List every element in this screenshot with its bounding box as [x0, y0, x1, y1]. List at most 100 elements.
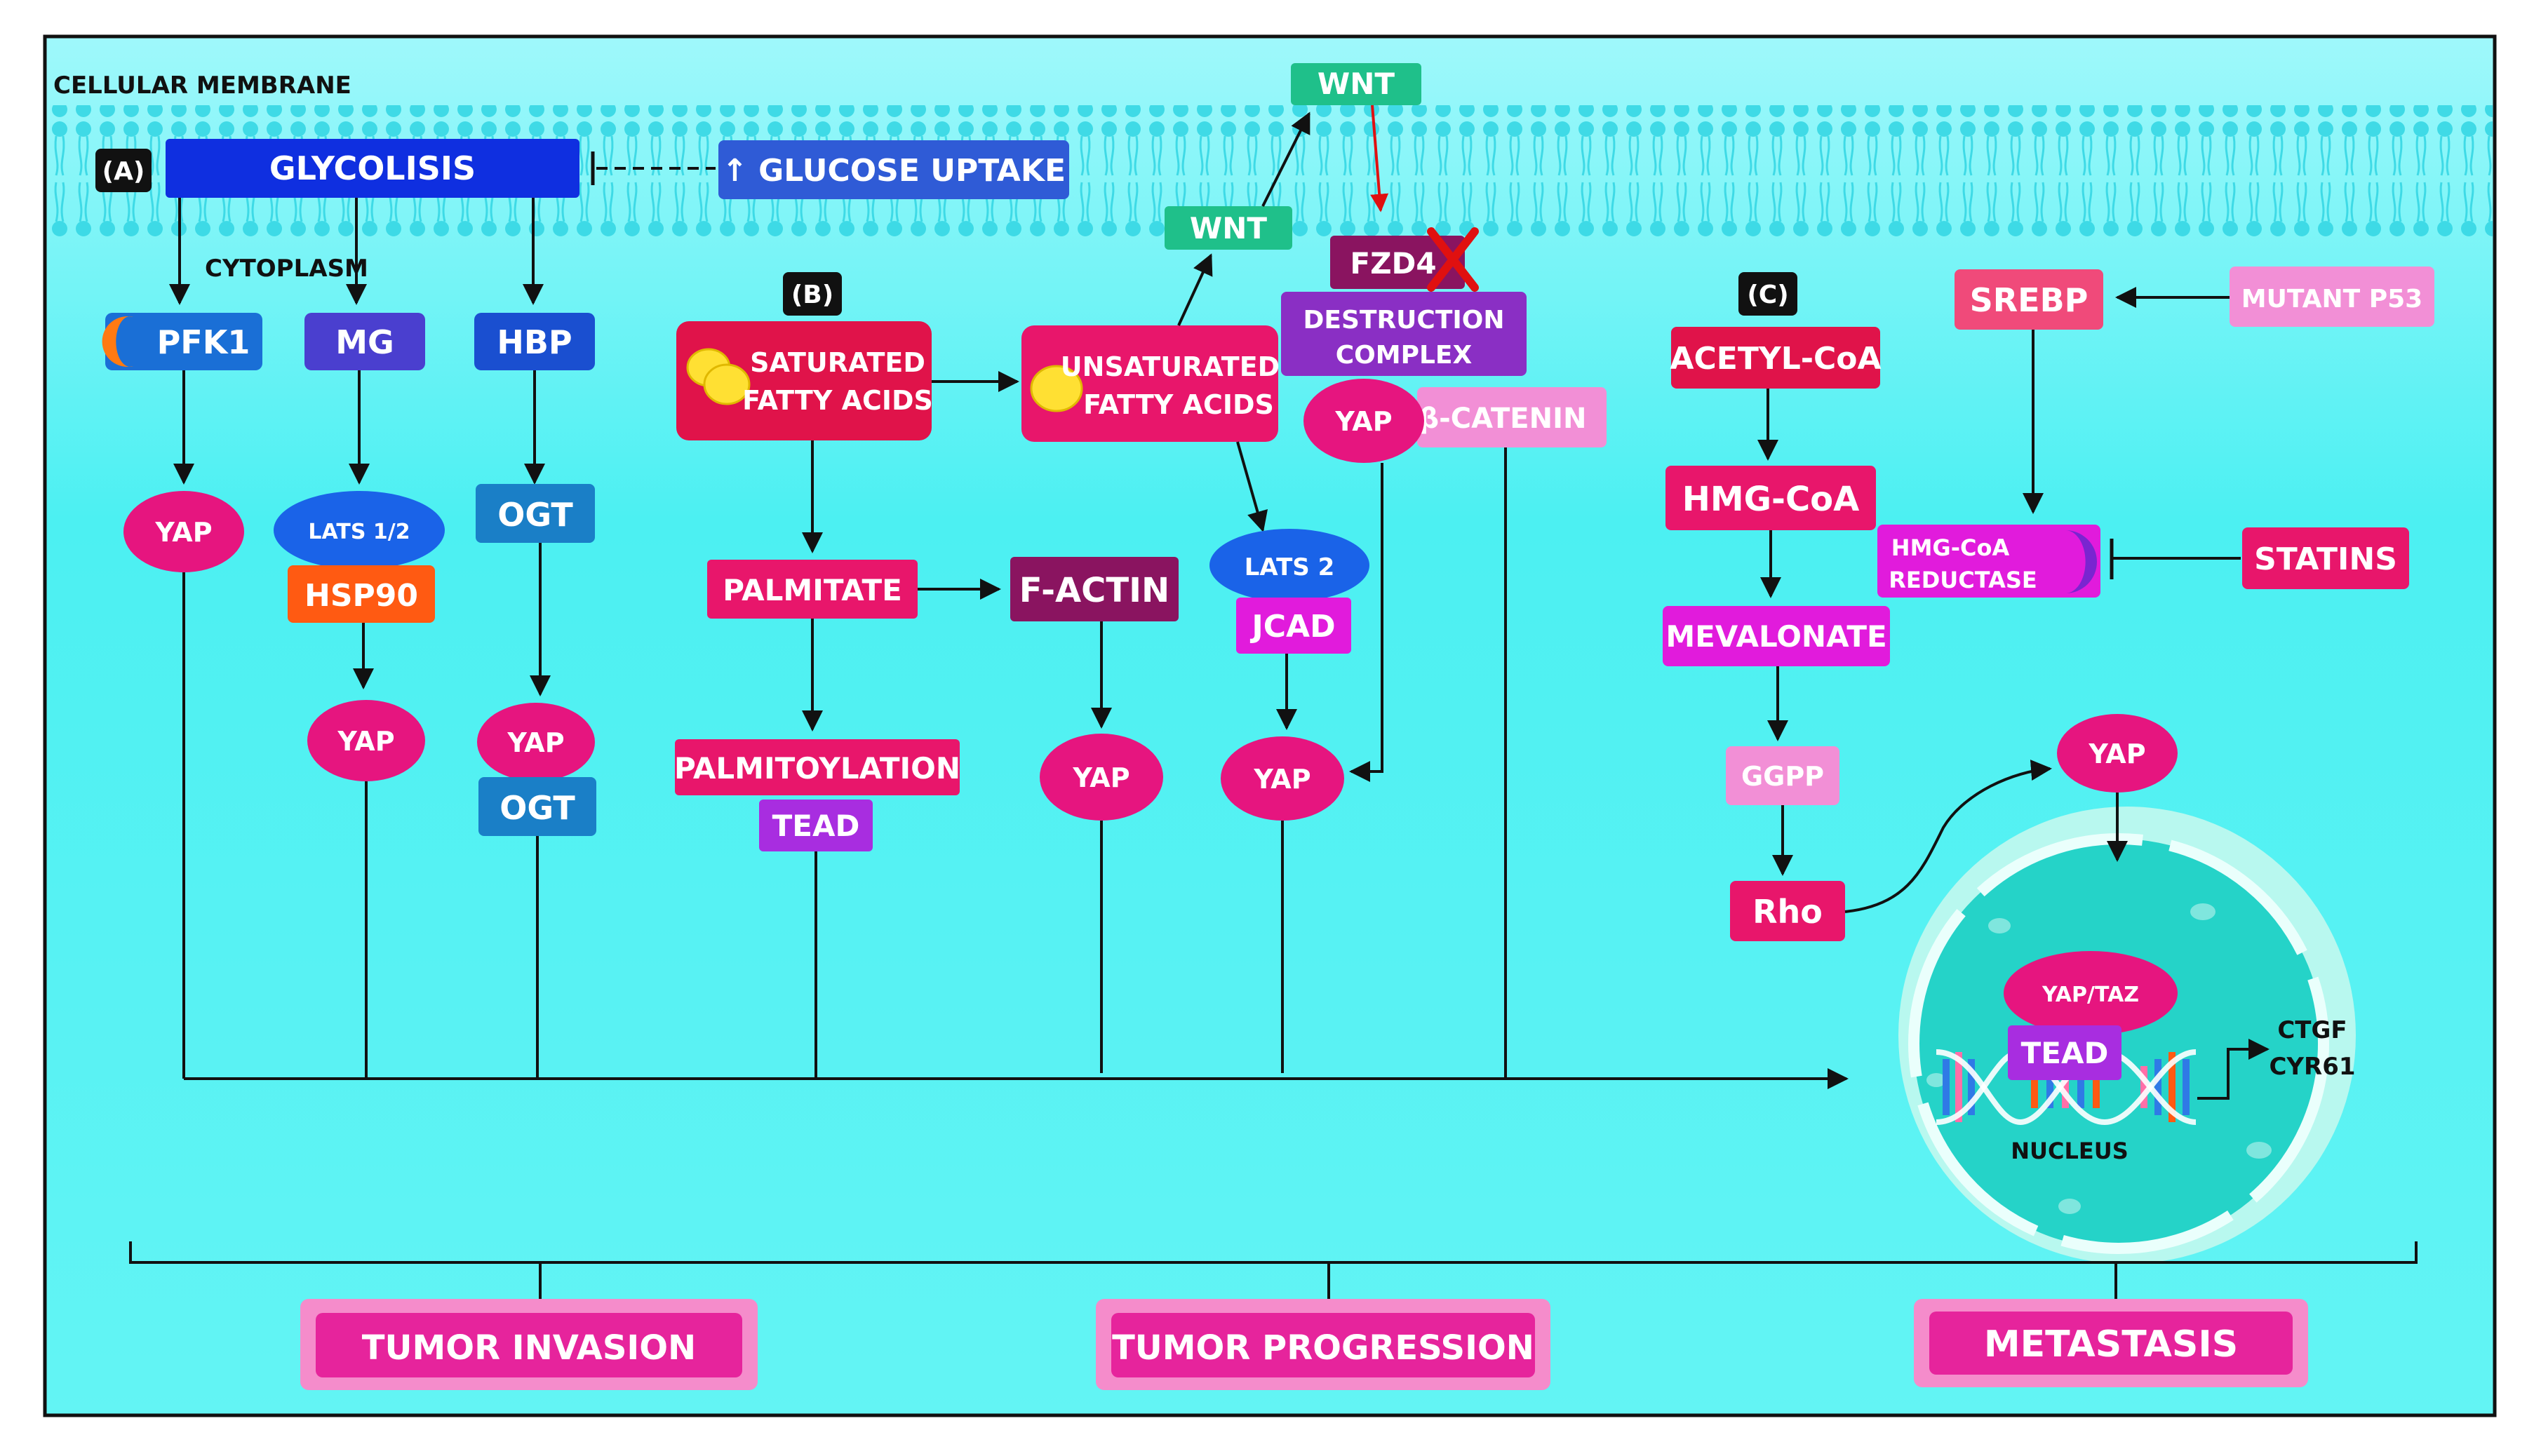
hmg-coa-reductase-box — [1877, 525, 2100, 598]
enzyme-icon — [2065, 530, 2097, 593]
unsaturated-fa-label-1: UNSATURATED — [1061, 351, 1280, 382]
yap-label: YAP — [1334, 406, 1392, 437]
hmgcr-label-2: REDUCTASE — [1889, 567, 2037, 593]
hsp90-label: HSP90 — [304, 578, 418, 614]
yap-node-rho — [2057, 714, 2178, 793]
unsaturated-fa-label-2: FATTY ACIDS — [1083, 389, 1274, 420]
collector-lines — [182, 447, 1507, 1079]
mg-label: MG — [335, 323, 394, 361]
glycolisis-label: GLYCOLISIS — [269, 149, 476, 187]
section-a-label: (A) — [102, 157, 145, 186]
rho-label: Rho — [1752, 893, 1823, 931]
saturated-fa-box — [676, 321, 932, 440]
tead-box-b — [759, 800, 873, 851]
ogt-label: OGT — [500, 789, 575, 827]
wnt-box-lower — [1165, 206, 1292, 250]
saturated-fa-label-1: SATURATED — [750, 347, 925, 378]
rho-box — [1730, 881, 1845, 941]
glucose-uptake-label: ↑ GLUCOSE UPTAKE — [722, 153, 1066, 189]
outcome-bracket — [129, 1241, 2418, 1264]
section-b-label: (B) — [791, 281, 833, 309]
mutant-p53-label: MUTANT P53 — [2241, 285, 2422, 314]
yap-node-mg — [307, 700, 425, 781]
destruction-label-2: COMPLEX — [1336, 341, 1473, 370]
tumor-progression-label: TUMOR PROGRESSION — [1112, 1328, 1534, 1368]
palmitoylation-box — [675, 739, 960, 795]
mevalonate-box — [1663, 606, 1890, 666]
acetyl-coa-label: ACETYL-CoA — [1670, 341, 1881, 377]
ogt-box-2 — [478, 777, 596, 836]
section-b-badge — [783, 272, 842, 316]
mg-box — [304, 313, 425, 370]
pfk1-label: PFK1 — [157, 323, 250, 361]
fzd4-label: FZD4 — [1350, 246, 1436, 281]
statins-box — [2242, 527, 2409, 589]
yap-label: YAP — [1253, 764, 1310, 795]
hsp90-box — [288, 565, 435, 623]
statins-label: STATINS — [2254, 541, 2397, 577]
ogt-box — [476, 484, 595, 543]
arrow-wnt-fzd4 — [1370, 105, 1389, 213]
hmg-coa-box — [1665, 466, 1876, 530]
palmitate-box — [707, 560, 918, 619]
tead-label: TEAD — [772, 809, 860, 843]
inhibited-x-icon — [1427, 227, 1479, 292]
yap-label: YAP — [337, 726, 394, 757]
yap-node-pfk1 — [123, 491, 244, 572]
lipid-droplet-icon — [1030, 365, 1083, 412]
yap-label: YAP — [154, 517, 212, 548]
lats12-node — [274, 491, 445, 569]
mevalonate-label: MEVALONATE — [1665, 619, 1886, 654]
cytoplasm-label: CYTOPLASM — [205, 255, 368, 283]
hmgcr-label-1: HMG-CoA — [1891, 534, 2010, 561]
jcad-box — [1236, 598, 1351, 654]
wnt-box-upper — [1291, 63, 1421, 105]
tead-label: TEAD — [2021, 1036, 2109, 1070]
fzd4-box — [1330, 236, 1465, 289]
lats12-label: LATS 1/2 — [308, 520, 410, 544]
tumor-invasion-box — [316, 1313, 742, 1377]
yap-label: YAP — [1072, 762, 1129, 793]
tead-box-nucleus — [2008, 1025, 2121, 1080]
acetyl-coa-box — [1671, 327, 1880, 389]
ogt-label: OGT — [497, 496, 573, 534]
yap-node-hbp — [477, 703, 595, 781]
destruction-complex-box — [1281, 292, 1527, 376]
section-c-label: (C) — [1747, 281, 1788, 309]
beta-catenin-label: β-CATENIN — [1419, 403, 1587, 435]
arrow-transcription — [2197, 1039, 2270, 1100]
ctgf-label: CTGF — [2277, 1016, 2347, 1044]
arrow-rho-yap — [1844, 760, 2052, 913]
jcad-label: JCAD — [1249, 609, 1335, 645]
f-actin-box — [1010, 557, 1179, 621]
cyr61-label: CYR61 — [2269, 1053, 2355, 1081]
tumor-progression-box — [1111, 1313, 1535, 1377]
palmitate-label: PALMITATE — [723, 573, 902, 607]
metastasis-label: METASTASIS — [1984, 1323, 2238, 1366]
srebp-label: SREBP — [1970, 281, 2089, 319]
wnt-label: WNT — [1190, 211, 1267, 245]
ggpp-box — [1726, 746, 1839, 805]
unsaturated-fa-box — [1021, 325, 1278, 442]
yap-node-complex — [1303, 379, 1424, 463]
arrow-unsat-wnt — [1177, 253, 1213, 326]
pfk1-box — [105, 313, 262, 370]
yap-taz-label: YAP/TAZ — [2042, 983, 2139, 1007]
beta-catenin-box — [1417, 387, 1607, 447]
yap-label: YAP — [2088, 739, 2145, 769]
glycolisis-box — [166, 139, 579, 198]
saturated-fa-label-2: FATTY ACIDS — [742, 385, 933, 416]
hbp-box — [474, 313, 595, 370]
hbp-label: HBP — [497, 323, 572, 361]
arrow-wnt-wnt — [1261, 112, 1310, 207]
lipid-droplet-icon — [703, 363, 751, 405]
hmg-coa-label: HMG-CoA — [1682, 480, 1860, 519]
yap-node-factin — [1040, 734, 1163, 821]
yap-label: YAP — [507, 727, 564, 758]
destruction-label-1: DESTRUCTION — [1303, 306, 1504, 335]
tumor-invasion-label: TUMOR INVASION — [362, 1328, 696, 1368]
srebp-box — [1955, 269, 2103, 330]
metastasis-box — [1929, 1312, 2293, 1375]
